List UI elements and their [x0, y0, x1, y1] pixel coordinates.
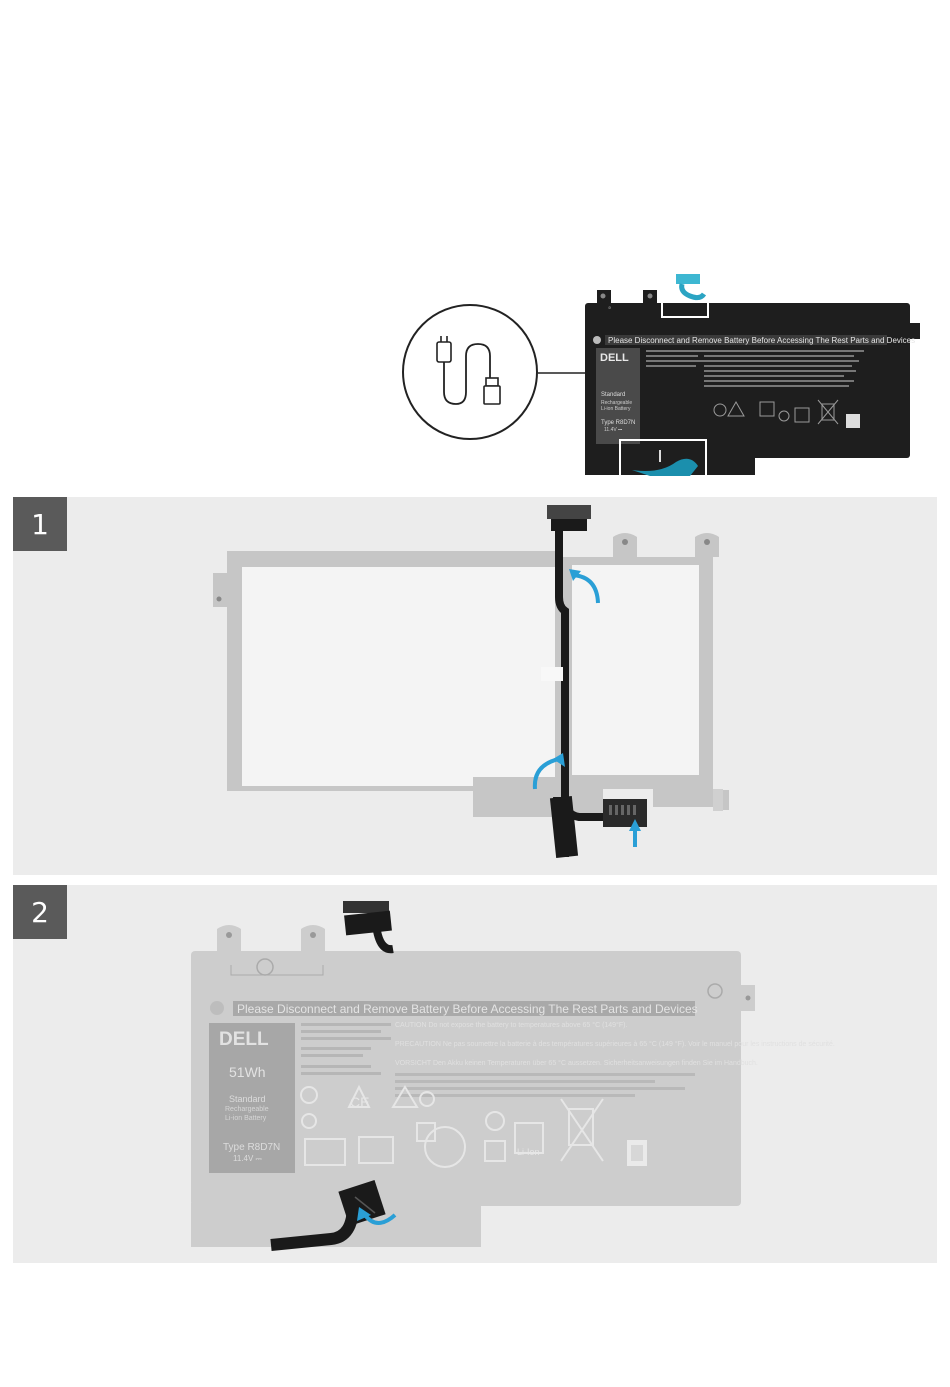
step-1-panel: 1 [13, 497, 937, 875]
svg-text:Li-ion Battery: Li-ion Battery [601, 406, 631, 412]
svg-text:CE: CE [350, 1094, 369, 1110]
overview-illustration: Please Disconnect and Remove Battery Bef… [0, 0, 950, 490]
battery-cable [343, 901, 394, 954]
step-1-illustration [213, 505, 729, 858]
battery-cable [541, 505, 647, 858]
svg-text:11.4V ⎓: 11.4V ⎓ [604, 427, 622, 433]
battery-pack: Please Disconnect and Remove Battery Bef… [191, 925, 835, 1251]
svg-text:Rechargeable: Rechargeable [225, 1106, 269, 1113]
arrow-icon [357, 1207, 397, 1225]
svg-text:CAUTION Do not expose the batt: CAUTION Do not expose the battery to tem… [395, 1021, 627, 1029]
step-2-illustration: Please Disconnect and Remove Battery Bef… [191, 901, 835, 1251]
svg-text:PRECAUTION Ne pas soumettre la: PRECAUTION Ne pas soumettre la batterie … [395, 1040, 835, 1048]
step-number-badge: 1 [13, 497, 67, 551]
svg-text:Please Disconnect and Remove B: Please Disconnect and Remove Battery Bef… [237, 1002, 698, 1016]
svg-text:Li-Ion: Li-Ion [517, 1147, 540, 1157]
svg-text:51Wh: 51Wh [229, 1064, 266, 1080]
svg-text:Please Disconnect and Remove B: Please Disconnect and Remove Battery Bef… [608, 336, 915, 345]
svg-text:Type R8D7N: Type R8D7N [223, 1142, 280, 1153]
svg-text:DELL: DELL [219, 1029, 269, 1050]
svg-text:Standard: Standard [229, 1094, 266, 1104]
svg-text:VORSICHT Den Akku keinen Tempe: VORSICHT Den Akku keinen Temperaturen üb… [395, 1059, 758, 1067]
battery-frame [213, 533, 729, 817]
svg-text:Li-ion Battery: Li-ion Battery [225, 1115, 267, 1122]
svg-text:Standard: Standard [601, 392, 625, 398]
cable-icon [402, 304, 538, 440]
svg-text:11.4V ⎓: 11.4V ⎓ [233, 1154, 263, 1163]
svg-text:⊘: ⊘ [608, 305, 611, 310]
svg-text:Rechargeable: Rechargeable [601, 400, 632, 406]
step-2-panel: 2 Please Disconnect and Remove Battery B… [13, 885, 937, 1263]
battery-overview: Please Disconnect and Remove Battery Bef… [585, 274, 920, 479]
svg-text:DELL: DELL [600, 352, 629, 364]
svg-text:Type R8D7N: Type R8D7N [601, 420, 635, 426]
step-number-badge: 2 [13, 885, 67, 939]
overview-svg: Please Disconnect and Remove Battery Bef… [402, 274, 920, 479]
